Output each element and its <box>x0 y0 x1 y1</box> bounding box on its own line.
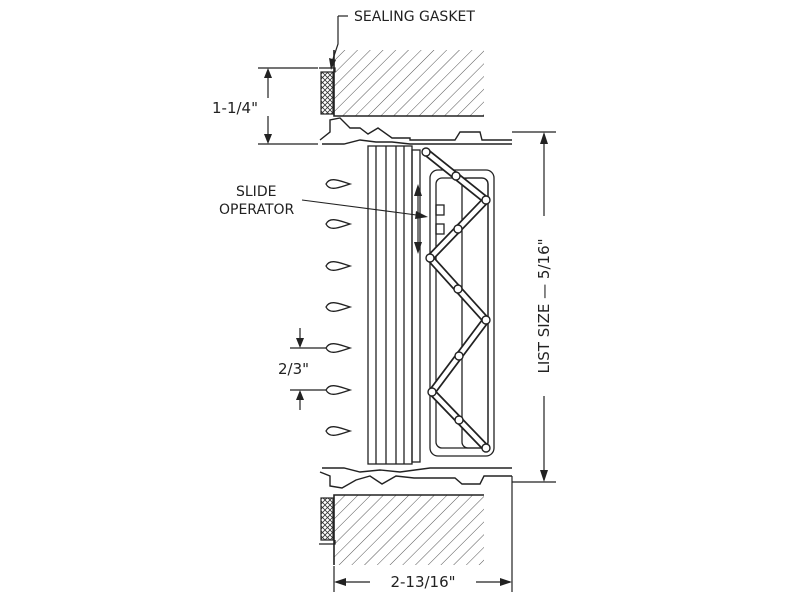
upper-wall-section <box>333 50 484 117</box>
lower-gasket <box>319 497 336 545</box>
gasket-leader <box>329 15 348 70</box>
flange-dimension <box>258 67 318 145</box>
louver-vane <box>325 219 353 229</box>
depth-arrow-right <box>500 578 512 586</box>
louver-vane <box>325 385 353 395</box>
list-size-label: LIST SIZE — 5/16" <box>535 238 553 373</box>
flange-dim-arrow-top <box>264 68 272 78</box>
operator-leader <box>301 199 425 217</box>
louver-vane <box>325 426 353 436</box>
slide-operator-label-line1: SLIDE <box>236 184 276 200</box>
spacing-dimension-label: 2/3" <box>278 360 309 378</box>
louver-vane <box>325 261 353 271</box>
list-size-dimension <box>512 131 556 483</box>
flange-dimension-label: 1-1/4" <box>212 99 258 117</box>
louver-vane <box>325 343 353 353</box>
blade-linkage <box>421 147 491 453</box>
upper-gasket <box>319 67 336 115</box>
lower-wall-section <box>333 494 484 565</box>
spacing-arrow-bottom <box>296 390 304 400</box>
slide-operator-label-line2: OPERATOR <box>219 202 295 218</box>
slide-assembly <box>367 145 495 465</box>
sealing-gasket-label: SEALING GASKET <box>354 9 475 25</box>
louver-vane <box>325 179 353 189</box>
louver-vane <box>325 302 353 312</box>
bottom-frame-flange <box>319 467 512 489</box>
top-frame-flange <box>319 117 512 145</box>
depth-arrow-left <box>334 578 346 586</box>
list-size-arrow-bottom <box>540 470 548 482</box>
flange-dim-arrow-bottom <box>264 134 272 144</box>
slide-up-arrow <box>414 184 422 196</box>
slide-down-arrow <box>414 242 422 254</box>
list-size-arrow-top <box>540 132 548 144</box>
depth-dimension-label: 2-13/16" <box>390 573 455 591</box>
spacing-arrow-top <box>296 338 304 348</box>
operator-leader-arrow <box>415 211 428 219</box>
